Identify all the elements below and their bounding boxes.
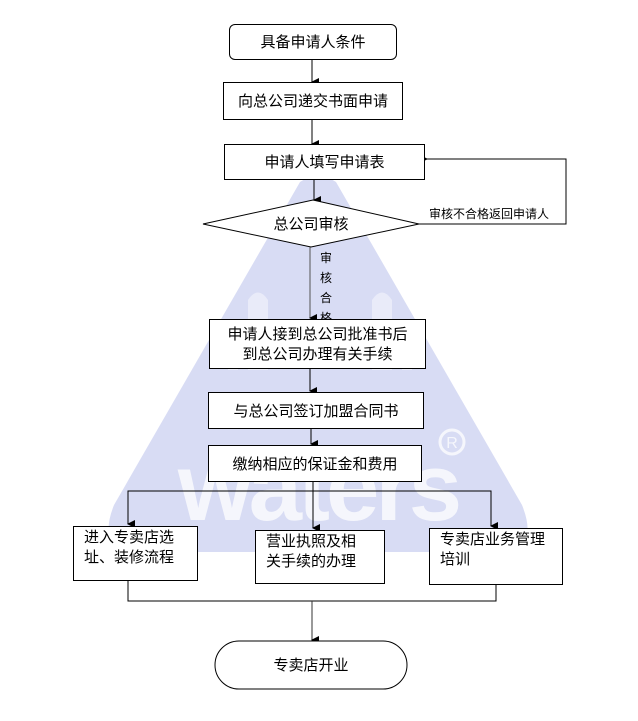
branch-b-node[interactable]: 营业执照及相 关手续的办理 xyxy=(255,530,385,584)
step3-label-line1: 申请人接到总公司批准书后 xyxy=(227,325,408,343)
branch-b-label-line1: 营业执照及相 xyxy=(266,532,357,550)
end-label: 专卖店开业 xyxy=(273,656,348,674)
branch-b-label-line2: 关手续的办理 xyxy=(266,552,357,570)
branch-a-node[interactable]: 进入专卖店选 址、装修流程 xyxy=(73,526,198,581)
step5-label: 缴纳相应的保证金和费用 xyxy=(232,454,398,473)
start-label: 具备申请人条件 xyxy=(260,33,366,51)
step3-label-line2: 到总公司办理有关手续 xyxy=(242,345,393,363)
reject-loop-line xyxy=(418,155,567,225)
step2-node[interactable]: 申请人填写申请表 xyxy=(224,144,425,180)
approve-label: 审 核 合 格 xyxy=(319,248,333,328)
branch-a-label-line1: 进入专卖店选 xyxy=(84,528,175,546)
step1-node[interactable]: 向总公司递交书面申请 xyxy=(223,82,403,120)
branch-c-label-line1: 专卖店业务管理 xyxy=(440,530,546,548)
end-terminator[interactable] xyxy=(214,640,408,690)
branch-c-label-line2: 培训 xyxy=(440,550,471,568)
step2-label: 申请人填写申请表 xyxy=(264,153,385,171)
step1-label: 向总公司递交书面申请 xyxy=(237,92,388,110)
decision-label: 总公司审核 xyxy=(273,215,348,233)
registered-mark-icon xyxy=(438,428,466,456)
approve-char-1: 审 xyxy=(319,251,332,265)
split-left xyxy=(127,490,313,528)
connectors xyxy=(127,60,567,644)
decision-diamond[interactable] xyxy=(202,199,420,248)
reject-label: 审核不合格返回申请人 xyxy=(429,207,550,221)
split-right xyxy=(313,490,498,530)
branch-c-node[interactable]: 专卖店业务管理 培训 xyxy=(429,528,563,585)
registered-mark-text: R xyxy=(446,435,458,452)
approve-char-3: 合 xyxy=(319,291,332,305)
step5-node[interactable]: 缴纳相应的保证金和费用 xyxy=(208,445,422,482)
start-node[interactable]: 具备申请人条件 xyxy=(229,24,397,60)
branch-a-label-line2: 址、装修流程 xyxy=(84,548,175,566)
step4-node[interactable]: 与总公司签订加盟合同书 xyxy=(208,392,424,429)
approve-char-2: 核 xyxy=(319,271,332,285)
step3-node[interactable]: 申请人接到总公司批准书后 到总公司办理有关手续 xyxy=(209,319,426,369)
step4-label: 与总公司签订加盟合同书 xyxy=(233,401,399,420)
